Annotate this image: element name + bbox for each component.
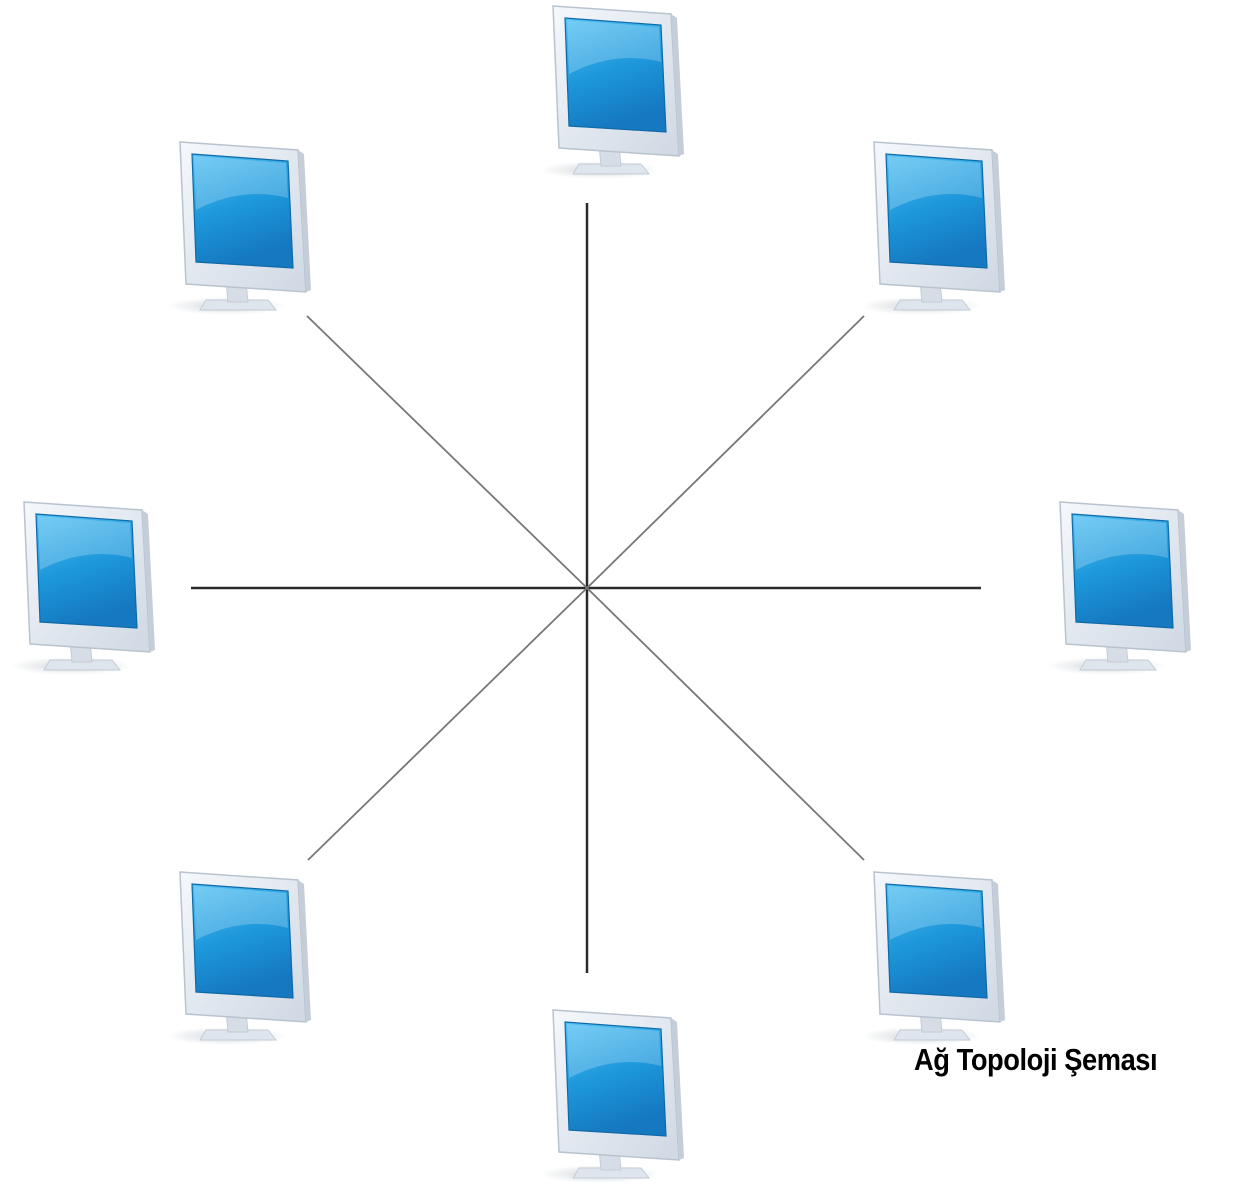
links xyxy=(191,203,981,973)
computer-monitor-icon xyxy=(860,141,1006,316)
computer-monitor-icon xyxy=(166,871,312,1046)
link-top-right xyxy=(586,315,865,589)
computer-monitor-icon xyxy=(539,1009,685,1184)
link-bottom-left xyxy=(307,587,588,861)
computer-monitor-icon xyxy=(1046,501,1192,676)
computer-monitor-icon xyxy=(166,141,312,316)
link-bottom-right xyxy=(586,587,865,861)
computer-monitor-icon xyxy=(860,871,1006,1046)
diagram-caption: Ağ Topoloji Şeması xyxy=(914,1042,1158,1077)
link-top-left xyxy=(306,315,588,589)
computer-monitor-icon xyxy=(10,501,156,676)
computer-monitor-icon xyxy=(539,5,685,180)
